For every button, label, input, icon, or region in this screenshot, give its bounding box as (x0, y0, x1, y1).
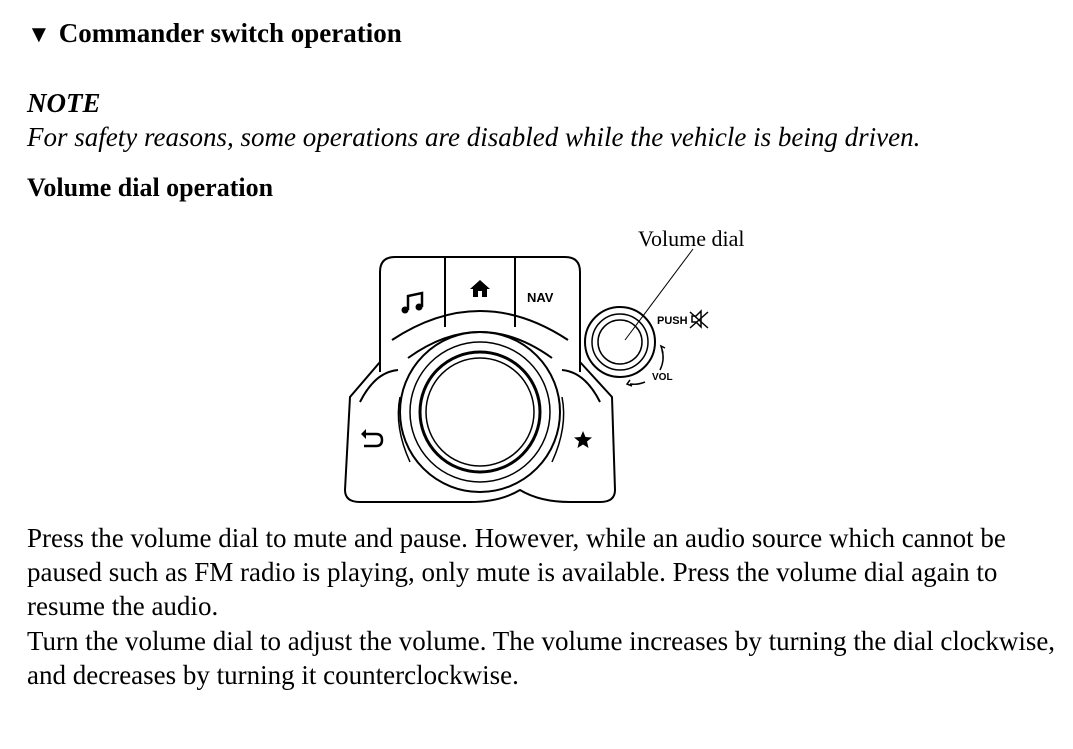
back-icon (361, 429, 384, 448)
music-icon (401, 291, 424, 314)
section-heading: ▼ Commander switch operation (27, 15, 402, 53)
note-title: NOTE (27, 88, 101, 118)
paragraph-adjust-volume: Turn the volume dial to adjust the volum… (27, 626, 1056, 690)
mute-icon (689, 309, 709, 329)
commander-switch-illustration: NAV Volume dial PUSH VOL (343, 226, 745, 503)
volume-dial-callout: Volume dial (638, 226, 745, 251)
triangle-marker-icon: ▼ (27, 22, 51, 48)
paragraph-mute-pause: Press the volume dial to mute and pause.… (27, 523, 1006, 621)
vol-label: VOL (652, 372, 673, 383)
volume-dial (584, 306, 656, 378)
home-icon (470, 280, 490, 297)
section-title: Commander switch operation (58, 18, 402, 48)
push-label: PUSH (657, 315, 688, 327)
note-text: For safety reasons, some operations are … (27, 122, 921, 152)
nav-label: NAV (527, 290, 554, 305)
favorite-star-icon (574, 431, 592, 448)
vol-rotation-arrows (625, 344, 666, 387)
subsection-title: Volume dial operation (27, 173, 274, 202)
